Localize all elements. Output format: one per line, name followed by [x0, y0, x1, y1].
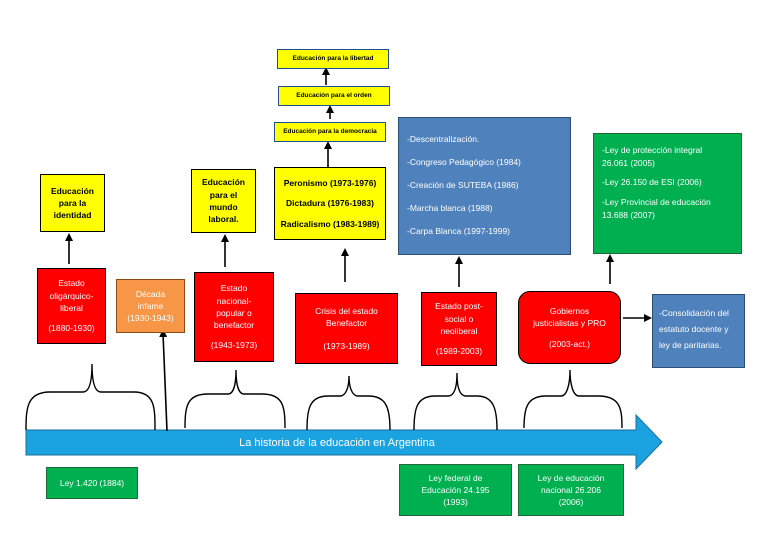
box-text: 26.061 (2005) — [602, 158, 655, 169]
box-text: (1993) — [443, 497, 468, 508]
box-educacion-democracia: Educación para la democracia — [274, 122, 386, 142]
box-periodos-politicos: Peronismo (1973-1976) Dictadura (1976-19… — [274, 167, 386, 240]
box-text: -Ley de protección integral — [602, 145, 703, 155]
box-text: Ley de educación — [537, 472, 605, 483]
box-text: Educación 24.195 — [421, 484, 490, 495]
box-text: nacional- — [216, 295, 252, 306]
box-text: Peronismo (1973-1976) — [283, 177, 377, 188]
box-text: -Creación de SUTEBA (1986) — [407, 180, 519, 191]
box-text: (1943-1973) — [210, 340, 258, 351]
box-text: Crisis del estado — [315, 306, 378, 317]
box-text: social o — [444, 313, 474, 324]
box-text: estatuto docente y — [659, 324, 729, 335]
box-text: Educación para la democracia — [283, 128, 377, 136]
box-text: 13.688 (2007) — [602, 209, 655, 220]
box-text: Dictadura (1976-1983) — [286, 198, 374, 209]
box-gobiernos-justicialistas: Gobiernos justicialistas y PRO (2003-act… — [518, 291, 621, 364]
box-estado-oligarquico: Estado oligárquico- liberal (1880-1930) — [37, 268, 106, 344]
box-educacion-mundo-laboral: Educación para el mundo laboral. — [191, 169, 256, 233]
box-estado-post-social: Estado post- social o neoliberal (1989-2… — [421, 292, 497, 366]
box-crisis-estado-benefactor: Crisis del estado Benefactor (1973-1989) — [295, 293, 398, 364]
box-text: laboral. — [208, 214, 239, 225]
box-text: (1930-1943) — [127, 313, 174, 324]
box-text: neoliberal — [440, 326, 478, 336]
box-text: -Carpa Blanca (1997-1999) — [407, 226, 511, 237]
box-text: benefactor — [213, 320, 255, 331]
box-text: popular o — [216, 307, 252, 318]
box-text: Ley 1.420 (1884) — [59, 477, 125, 488]
box-text: -Congreso Pedagógico (1984) — [407, 157, 521, 168]
box-ley-nacional: Ley de educación nacional 26.206 (2006) — [518, 464, 624, 516]
box-text: Educación — [51, 185, 94, 196]
box-text: Década — [135, 288, 166, 299]
box-text: infame — [137, 300, 164, 311]
box-descentralizacion: -Descentralización. -Congreso Pedagógico… — [398, 117, 571, 255]
box-text: mundo — [209, 202, 238, 212]
box-text: Educación para el orden — [296, 92, 372, 100]
box-text: -Ley 26.150 de ESI (2006) — [602, 177, 702, 188]
box-text: liberal — [60, 303, 83, 313]
box-text: Gobiernos — [549, 306, 590, 317]
box-text: (2003-act.) — [548, 338, 591, 349]
box-leyes-recientes: -Ley de protección integral 26.061 (2005… — [593, 133, 742, 254]
box-text: justicialistas y PRO — [533, 318, 606, 329]
box-educacion-identidad: Educación para la identidad — [40, 174, 105, 232]
box-text: nacional 26.206 — [540, 484, 602, 495]
box-text: Educación para la libertad — [292, 55, 374, 63]
box-text: Ley federal de — [428, 472, 483, 483]
box-decada-infame: Década infame (1930-1943) — [116, 279, 185, 333]
box-text: -Consolidación del — [659, 308, 729, 318]
timeline-title: La historia de la educación en Argentina — [239, 437, 435, 449]
box-text: -Descentralización. — [407, 134, 480, 144]
box-text: oligárquico- — [49, 290, 94, 301]
box-text: (2006) — [558, 497, 584, 508]
box-text: (1989-2003) — [435, 346, 483, 357]
box-text: Benefactor — [325, 318, 368, 329]
box-estado-nacional-popular: Estado nacional- popular o benefactor (1… — [194, 272, 274, 362]
box-text: Educación — [202, 177, 245, 188]
box-educacion-libertad: Educación para la libertad — [277, 49, 389, 69]
box-text: Estado — [58, 278, 85, 289]
box-text: (1880-1930) — [48, 323, 95, 334]
box-text: ley de paritarias. — [659, 340, 722, 351]
box-text: identidad — [53, 210, 92, 221]
box-text: para la — [58, 197, 87, 208]
box-text: -Ley Provincial de educación — [602, 196, 711, 207]
box-text: -Marcha blanca (1988) — [407, 203, 493, 214]
box-text: Estado — [220, 283, 248, 294]
box-ley-federal: Ley federal de Educación 24.195 (1993) — [399, 464, 512, 516]
box-text: para el — [209, 189, 238, 200]
timeline-arrow — [25, 413, 663, 471]
box-ley-1420: Ley 1.420 (1884) — [46, 467, 138, 499]
arrows — [65, 67, 652, 432]
box-text: (1973-1989) — [323, 340, 370, 351]
box-text: Radicalismo (1983-1989) — [280, 218, 380, 229]
box-educacion-orden: Educación para el orden — [278, 86, 390, 106]
box-consolidacion-estatuto: -Consolidación del estatuto docente y le… — [652, 294, 745, 368]
period-braces — [25, 363, 623, 431]
box-text: Estado post- — [435, 301, 483, 312]
